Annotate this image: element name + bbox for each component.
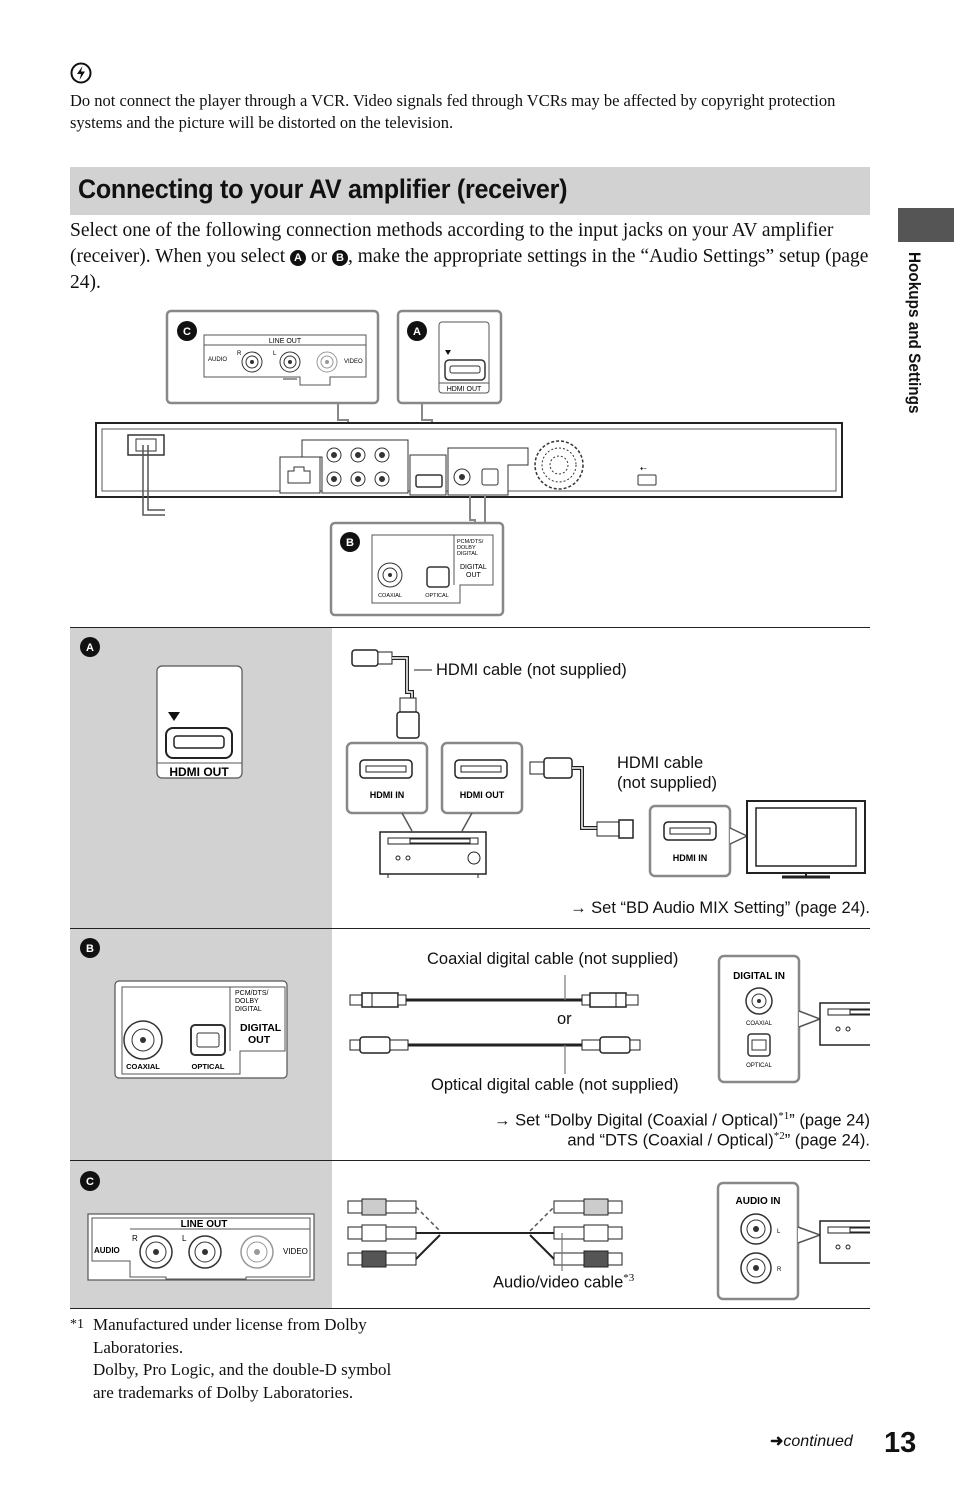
row-c-av-diagram: AUDIO IN L R bbox=[347, 1181, 870, 1301]
side-tab-marker bbox=[898, 208, 954, 242]
or-label: or bbox=[557, 1010, 572, 1028]
svg-text:L: L bbox=[777, 1229, 781, 1235]
svg-text:A: A bbox=[86, 642, 94, 654]
side-tab-label: Hookups and Settings bbox=[905, 252, 924, 414]
svg-text:DIGITAL: DIGITAL bbox=[235, 1006, 262, 1013]
svg-text:B: B bbox=[346, 537, 354, 549]
badge-c-top bbox=[177, 321, 197, 341]
arrow-right-icon: ➜ bbox=[770, 1433, 784, 1450]
svg-text:⇠: ⇠ bbox=[640, 464, 647, 473]
badge-b: B bbox=[331, 250, 348, 266]
svg-text:R: R bbox=[777, 1267, 782, 1273]
svg-text:COAXIAL: COAXIAL bbox=[378, 593, 402, 599]
svg-text:COAXIAL: COAXIAL bbox=[126, 1062, 160, 1071]
svg-text:HDMI OUT: HDMI OUT bbox=[447, 386, 482, 393]
svg-text:AUDIO IN: AUDIO IN bbox=[736, 1196, 781, 1207]
optical-cable-label: Optical digital cable (not supplied) bbox=[431, 1076, 679, 1094]
intro-or: or bbox=[310, 246, 328, 267]
svg-text:DIGITAL: DIGITAL bbox=[457, 551, 478, 557]
section-header-bar bbox=[70, 167, 870, 215]
section-title: Connecting to your AV amplifier (receive… bbox=[78, 174, 568, 204]
row-b-setting-line1: → Set “Dolby Digital (Coaxial / Optical)… bbox=[494, 1110, 870, 1130]
svg-text:VIDEO: VIDEO bbox=[283, 1247, 308, 1256]
footnote-mark: *1 bbox=[70, 1317, 84, 1332]
svg-text:DIGITAL IN: DIGITAL IN bbox=[733, 971, 785, 982]
svg-text:HDMI OUT: HDMI OUT bbox=[169, 765, 229, 779]
row-a-hdmi-diagram: HDMI IN HDMI OUT HDMI IN bbox=[345, 649, 866, 879]
note-icon bbox=[70, 62, 92, 84]
page-number: 13 bbox=[884, 1427, 917, 1459]
svg-text:HDMI OUT: HDMI OUT bbox=[460, 790, 505, 800]
svg-text:HDMI IN: HDMI IN bbox=[673, 853, 708, 863]
footnote: *1 Manufactured under license from Dolby… bbox=[70, 1314, 450, 1404]
svg-text:HDMI IN: HDMI IN bbox=[370, 790, 405, 800]
footnote-line-1: Manufactured under license from Dolby bbox=[93, 1315, 367, 1334]
svg-text:DOLBY: DOLBY bbox=[235, 998, 259, 1005]
rear-panel-diagram: C LINE OUT AUDIO R L VIDEO A HDMI OUT ⇠ bbox=[95, 309, 843, 617]
svg-text:OUT: OUT bbox=[466, 572, 482, 579]
svg-text:R: R bbox=[237, 351, 242, 357]
svg-text:AUDIO: AUDIO bbox=[94, 1246, 120, 1255]
connection-table-top-border bbox=[70, 627, 870, 628]
intro-paragraph: Select one of the following connection m… bbox=[70, 218, 870, 296]
svg-text:DOLBY: DOLBY bbox=[457, 545, 476, 551]
svg-text:R: R bbox=[132, 1234, 138, 1243]
svg-text:C: C bbox=[183, 326, 191, 338]
svg-text:PCM/DTS/: PCM/DTS/ bbox=[235, 990, 269, 997]
hdmi-cable-label-2-line2: (not supplied) bbox=[617, 774, 717, 792]
row-b-player-jacks: B PCM/DTS/ DOLBY DIGITAL DIGITAL OUT COA… bbox=[80, 938, 288, 1079]
svg-text:A: A bbox=[413, 326, 421, 338]
row-c-player-jacks: C LINE OUT AUDIO R L VIDEO bbox=[80, 1171, 315, 1281]
continued-label: continued bbox=[783, 1433, 853, 1450]
svg-text:OPTICAL: OPTICAL bbox=[746, 1063, 772, 1069]
intro-text-2: , make the appropriate settings in the “… bbox=[70, 246, 869, 293]
svg-text:OUT: OUT bbox=[248, 1034, 271, 1046]
row-b-setting-line2: and “DTS (Coaxial / Optical)*2” (page 24… bbox=[567, 1130, 870, 1150]
row-b-digital-diagram: DIGITAL IN COAXIAL OPTICAL bbox=[349, 954, 870, 1084]
svg-text:VIDEO: VIDEO bbox=[344, 359, 363, 365]
hdmi-cable-label-1: HDMI cable (not supplied) bbox=[436, 661, 627, 679]
svg-text:COAXIAL: COAXIAL bbox=[746, 1021, 773, 1027]
svg-text:L: L bbox=[182, 1234, 187, 1243]
svg-text:PCM/DTS/: PCM/DTS/ bbox=[457, 539, 484, 545]
footnote-line-4: are trademarks of Dolby Laboratories. bbox=[93, 1382, 354, 1402]
continued-link[interactable]: ➜continued bbox=[770, 1431, 853, 1451]
note-text: Do not connect the player through a VCR.… bbox=[70, 91, 836, 132]
row-a-setting-note: → Set “BD Audio MIX Setting” (page 24). bbox=[570, 899, 870, 917]
svg-text:OPTICAL: OPTICAL bbox=[192, 1062, 225, 1071]
footnote-line-3: Dolby, Pro Logic, and the double-D symbo… bbox=[93, 1360, 392, 1379]
svg-text:B: B bbox=[86, 943, 94, 955]
hdmi-cable-label-2-line1: HDMI cable bbox=[617, 754, 704, 772]
row-a-player-jack: A HDMI OUT bbox=[80, 637, 243, 779]
row-c: C LINE OUT AUDIO R L VIDEO AUDIO bbox=[70, 1161, 870, 1309]
svg-text:C: C bbox=[86, 1176, 94, 1188]
svg-text:OPTICAL: OPTICAL bbox=[425, 593, 449, 599]
av-cable-label: Audio/video cable*3 bbox=[493, 1272, 635, 1292]
badge-a: A bbox=[289, 250, 306, 266]
svg-text:DIGITAL: DIGITAL bbox=[240, 1022, 282, 1034]
coaxial-cable-label: Coaxial digital cable (not supplied) bbox=[427, 950, 679, 968]
svg-text:LINE OUT: LINE OUT bbox=[269, 338, 302, 345]
intro-text-1: Select one of the following connection m… bbox=[70, 220, 834, 267]
row-a: A HDMI OUT HDMI IN HDMI OUT bbox=[70, 628, 870, 929]
svg-text:LINE OUT: LINE OUT bbox=[181, 1219, 228, 1230]
row-b: B PCM/DTS/ DOLBY DIGITAL DIGITAL OUT COA… bbox=[70, 929, 870, 1161]
svg-text:L: L bbox=[273, 351, 277, 357]
footnote-line-2: Laboratories. bbox=[93, 1337, 184, 1357]
svg-text:AUDIO: AUDIO bbox=[208, 357, 227, 363]
svg-text:DIGITAL: DIGITAL bbox=[460, 564, 487, 571]
